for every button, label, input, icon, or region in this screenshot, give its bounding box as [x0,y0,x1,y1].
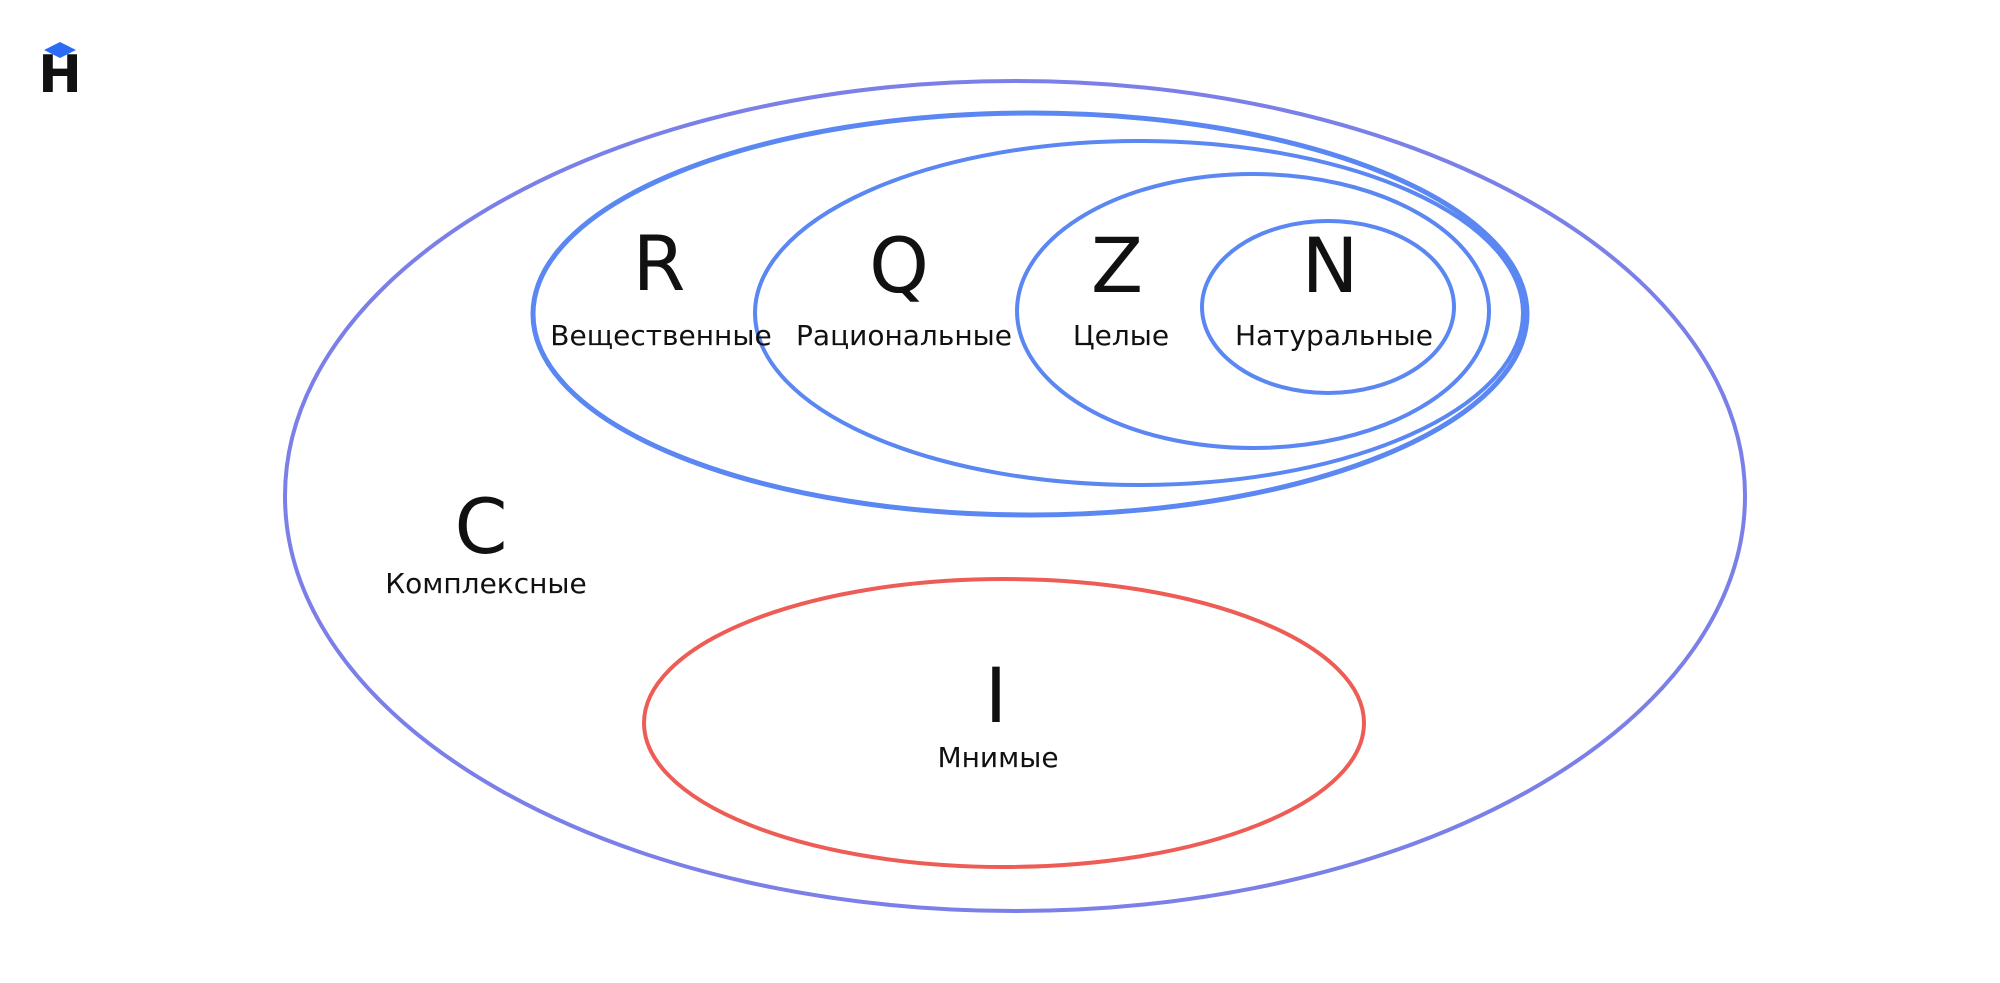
imaginary-set-ellipse [642,577,1366,869]
rational-set-letter: Q [869,221,929,310]
complex-set-letter: C [454,482,507,571]
integer-set-letter: Z [1091,221,1143,310]
complex-set-ellipse [283,79,1747,913]
logo-cap-icon [44,42,76,58]
logo: Н [38,42,82,105]
natural-set-name: Натуральные [1235,319,1433,352]
real-set-letter: R [633,219,686,308]
natural-set-ellipse [1200,219,1456,395]
real-set-name: Вещественные [550,319,771,352]
rational-set-ellipse [753,139,1525,487]
integer-set-ellipse [1015,172,1491,450]
logo-letter: Н [38,45,82,105]
natural-set-letter: N [1302,221,1359,310]
real-set-ellipse [530,110,1530,518]
rational-set-name: Рациональные [796,319,1012,352]
imaginary-set-letter: I [985,651,1007,740]
imaginary-set-name: Мнимые [937,741,1058,774]
complex-set-name: Комплексные [385,567,587,600]
integer-set-name: Целые [1073,319,1169,352]
